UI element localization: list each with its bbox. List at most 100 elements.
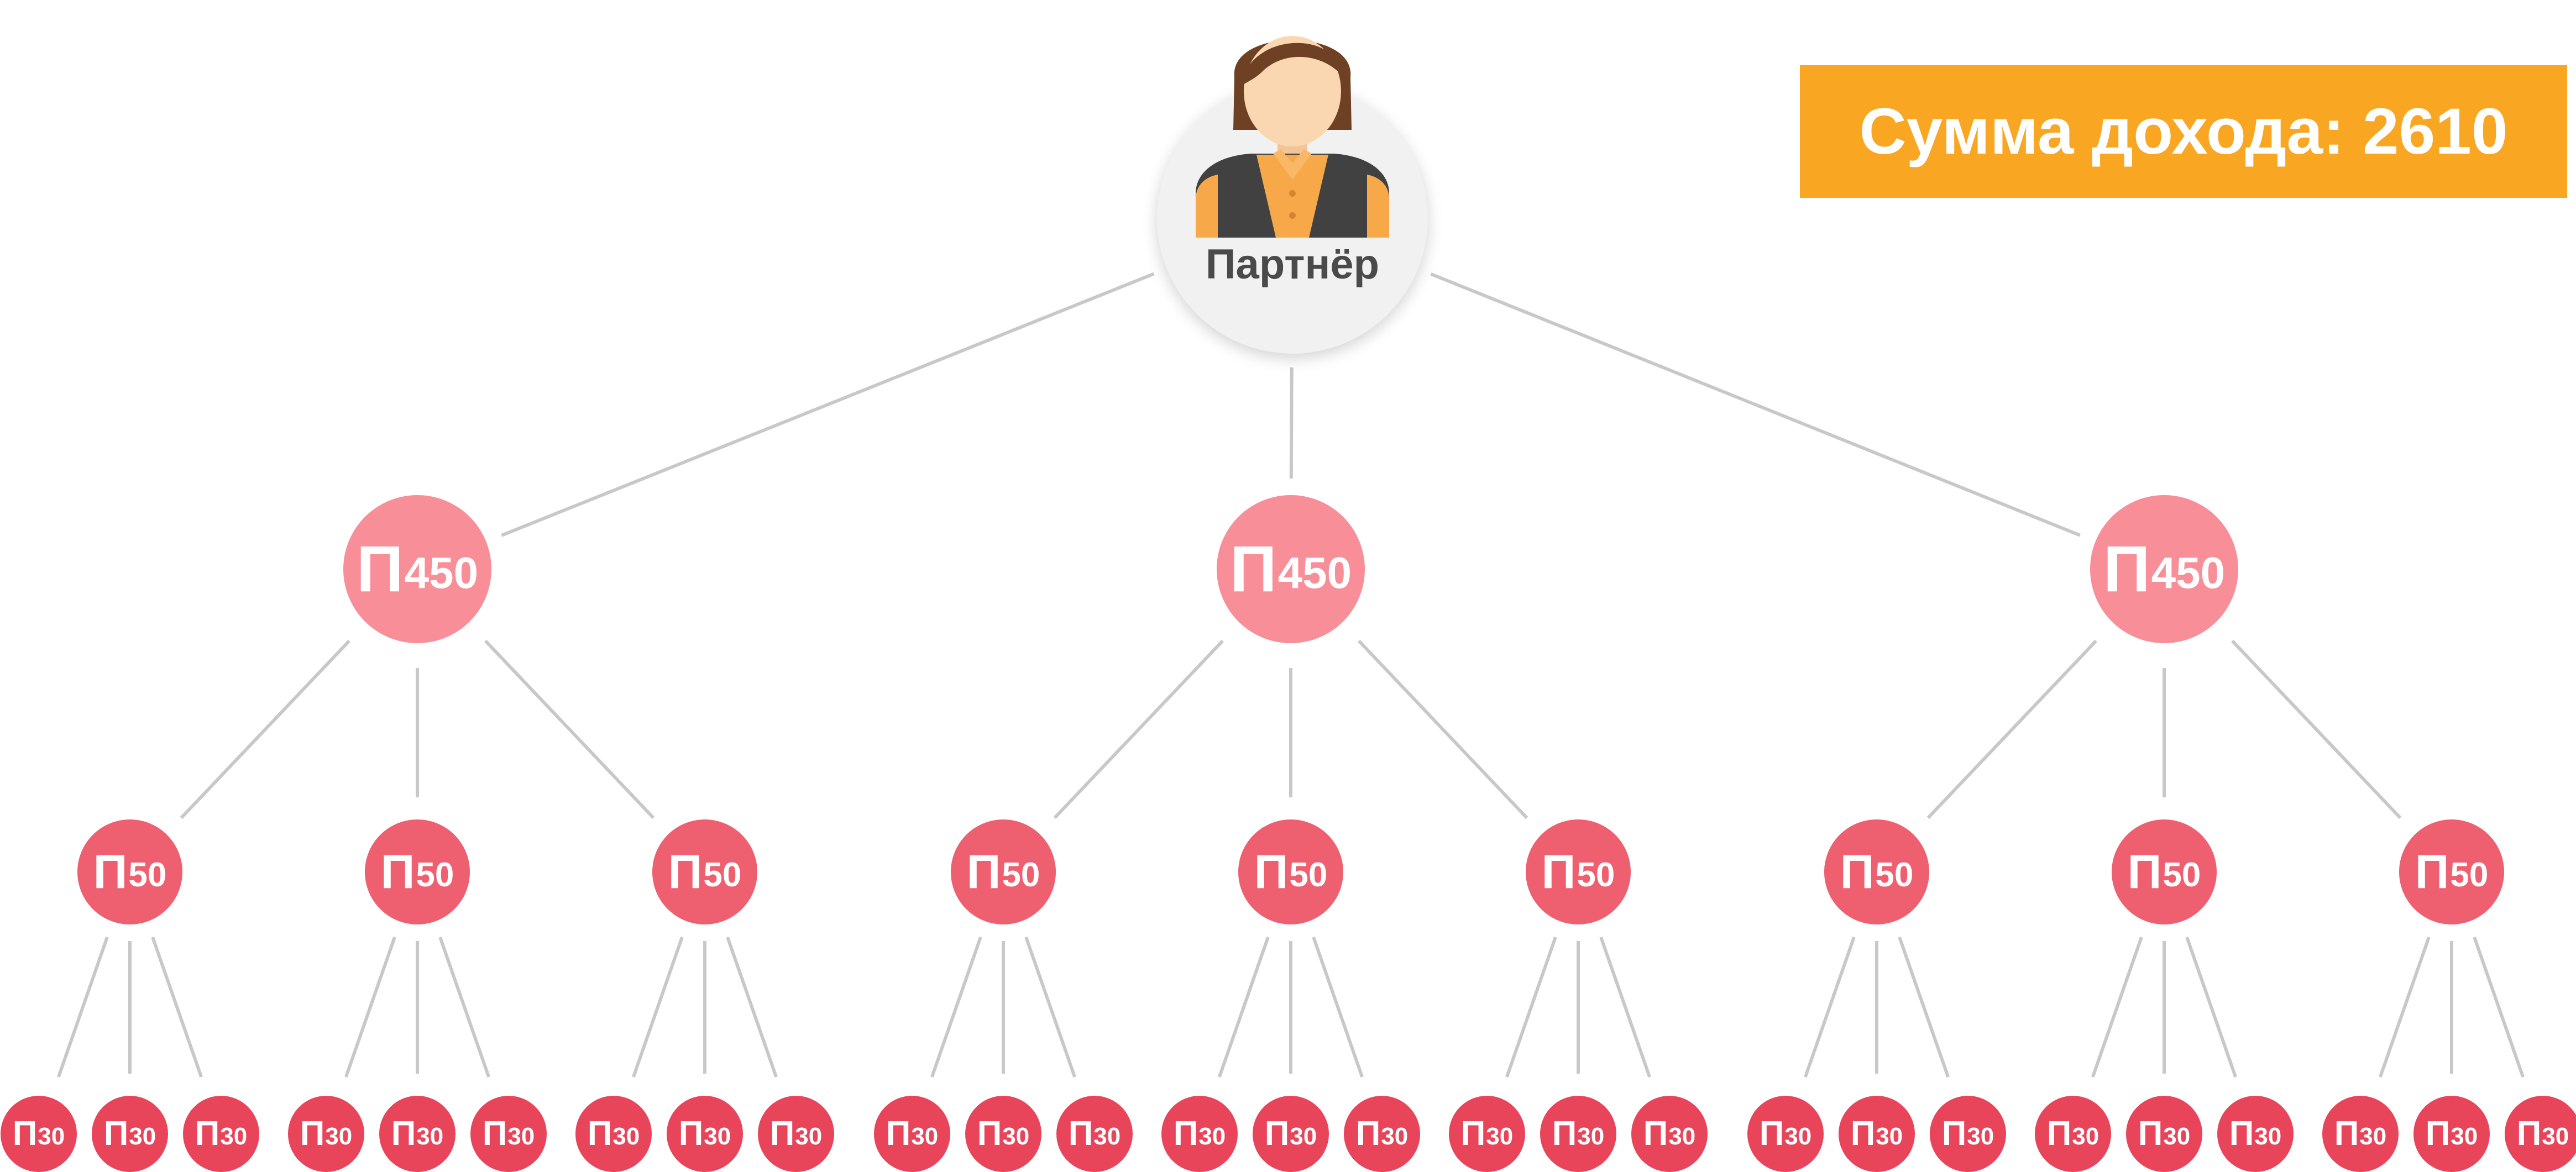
node-value: 30: [2359, 1122, 2387, 1150]
node-value: 30: [1381, 1122, 1409, 1150]
node-value: 50: [128, 856, 167, 894]
node-value: 30: [911, 1122, 939, 1150]
node-letter: П: [977, 1115, 1002, 1153]
node-value: 50: [1577, 856, 1615, 894]
connector-l2-l3-20: [1898, 937, 1950, 1078]
connector-l1-l2-6: [1926, 639, 2097, 819]
connector-l2-l3-21: [2091, 937, 2143, 1078]
node-value: 30: [1486, 1122, 1514, 1150]
node-letter: П: [2425, 1115, 2451, 1153]
node-value: 30: [612, 1122, 640, 1150]
connector-l1-l2-0: [180, 639, 350, 819]
node-letter: П: [886, 1115, 911, 1153]
node-letter: П: [587, 1115, 612, 1153]
node-letter: П: [2046, 1115, 2072, 1153]
node-value: 30: [704, 1122, 731, 1150]
node-value: 50: [1002, 856, 1040, 894]
node-letter: П: [2103, 533, 2150, 606]
node-value: 50: [416, 856, 454, 894]
node-value: 450: [2151, 548, 2226, 597]
node-letter: П: [391, 1115, 416, 1153]
node-value: 30: [2072, 1122, 2099, 1150]
node-letter: П: [2415, 845, 2449, 898]
node-letter: П: [356, 533, 404, 606]
node-letter: П: [2138, 1115, 2163, 1153]
connector-l2-l3-3: [344, 937, 396, 1078]
connector-l2-l3-26: [2473, 937, 2525, 1078]
node-letter: П: [2516, 1115, 2542, 1153]
connector-l1-l2-5: [1358, 639, 1528, 819]
connector-l2-l3-0: [57, 937, 109, 1078]
node-value: 30: [1002, 1122, 1030, 1150]
node-value: 50: [1289, 856, 1328, 894]
node-letter: П: [1552, 1115, 1577, 1153]
connector-l2-l3-5: [438, 937, 490, 1078]
node-value: 30: [220, 1122, 248, 1150]
node-value: 30: [325, 1122, 353, 1150]
connector-partner-l1-2: [1430, 272, 2081, 537]
node-letter: П: [12, 1115, 38, 1153]
node-letter: П: [1759, 1115, 1784, 1153]
node-value: 30: [1668, 1122, 1696, 1150]
node-letter: П: [195, 1115, 220, 1153]
node-letter: П: [1840, 845, 1875, 898]
connector-l2-l3-24: [2379, 937, 2431, 1078]
income-badge: Сумма дохода: 2610: [1800, 65, 2567, 198]
node-value: 30: [1876, 1122, 1903, 1150]
node-letter: П: [678, 1115, 704, 1153]
node-value: 450: [1277, 548, 1352, 597]
connector-l2-l3-12: [1218, 937, 1270, 1078]
node-letter: П: [1643, 1115, 1668, 1153]
node-value: 30: [1784, 1122, 1812, 1150]
node-value: 30: [507, 1122, 535, 1150]
node-value: 30: [38, 1122, 65, 1150]
node-letter: П: [1850, 1115, 1876, 1153]
node-letter: П: [1941, 1115, 1967, 1153]
node-letter: П: [769, 1115, 795, 1153]
node-value: 30: [1577, 1122, 1605, 1150]
node-value: 50: [2450, 856, 2489, 894]
connector-l2-l3-9: [930, 937, 982, 1078]
connector-l2-l3-18: [1804, 937, 1856, 1078]
node-value: 450: [404, 548, 479, 597]
node-letter: П: [380, 845, 415, 898]
node-value: 30: [129, 1122, 156, 1150]
node-letter: П: [966, 845, 1001, 898]
node-letter: П: [482, 1115, 507, 1153]
connector-partner-l1-0: [501, 272, 1155, 537]
node-letter: П: [2229, 1115, 2254, 1153]
connector-l2-l3-23: [2185, 937, 2237, 1078]
connector-l2-l3-11: [1024, 937, 1076, 1078]
connector-l2-l3-2: [151, 937, 203, 1078]
node-value: 50: [2163, 856, 2201, 894]
connector-l1-l2-8: [2231, 639, 2402, 819]
